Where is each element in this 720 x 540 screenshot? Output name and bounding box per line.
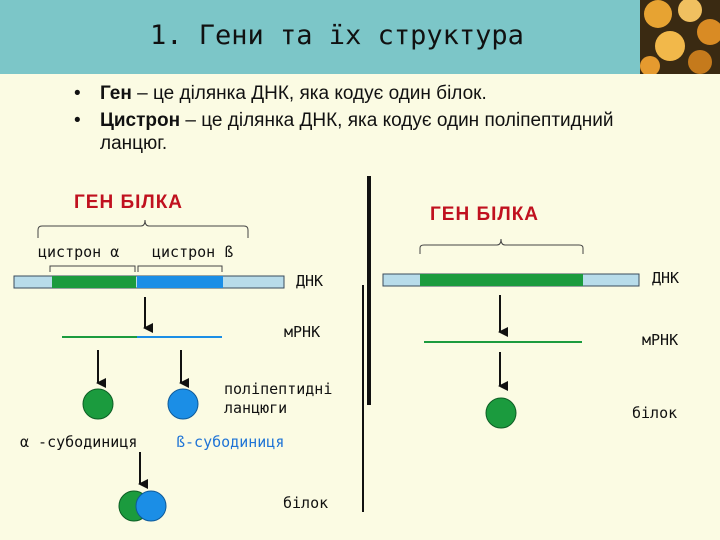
left-mrna-label: мРНК	[284, 323, 321, 341]
cistron-alpha-bracket	[49, 265, 136, 272]
cistron-alpha-segment	[52, 276, 136, 288]
cistron-beta-segment	[137, 276, 223, 288]
definition-gene-text: – це ділянка ДНК, яка кодує один білок.	[131, 83, 487, 104]
slide-title: 1. Гени та їх структура	[150, 20, 524, 51]
definition-cistron-text: – це ділянка ДНК, яка кодує один поліпеп…	[100, 110, 614, 154]
term-cistron: Цистрон	[100, 110, 181, 131]
cistron-alpha-label: цистрон α	[38, 243, 120, 261]
cistron-beta-label: цистрон ß	[152, 243, 234, 261]
left-protein-label: білок	[283, 494, 329, 512]
bullet-dot-icon: •	[74, 83, 81, 104]
definition-gene: • Ген – це ділянка ДНК, яка кодує один б…	[74, 82, 674, 105]
cistron-beta-bracket	[137, 265, 223, 272]
right-gene-bracket	[419, 238, 584, 254]
alpha-subunit-label: α -субодиниця	[20, 433, 138, 451]
beta-subunit-circle	[167, 388, 199, 420]
right-dna-label: ДНК	[652, 269, 680, 287]
right-gene-segment	[420, 274, 583, 286]
alpha-subunit-circle	[82, 388, 114, 420]
header-photo	[640, 0, 720, 74]
bullet-dot-icon: •	[74, 110, 81, 131]
header-bar	[0, 0, 720, 74]
polypeptide-label: поліпептидні ланцюги	[224, 380, 333, 417]
definition-list: • Ген – це ділянка ДНК, яка кодує один б…	[74, 82, 674, 159]
definition-cistron: • Цистрон – це ділянка ДНК, яка кодує од…	[74, 109, 674, 155]
right-protein-circle	[485, 397, 517, 429]
protein-beta-part	[135, 490, 167, 522]
term-gene: Ген	[100, 83, 132, 104]
left-dna-label: ДНК	[296, 272, 324, 290]
right-protein-label: білок	[632, 404, 678, 422]
right-gene-label: ГЕН БІЛКА	[430, 204, 540, 225]
left-gene-label: ГЕН БІЛКА	[74, 192, 184, 213]
right-mrna-label: мРНК	[642, 331, 679, 349]
left-gene-bracket	[37, 219, 249, 238]
beta-subunit-label: ß-субодиниця	[176, 433, 285, 451]
